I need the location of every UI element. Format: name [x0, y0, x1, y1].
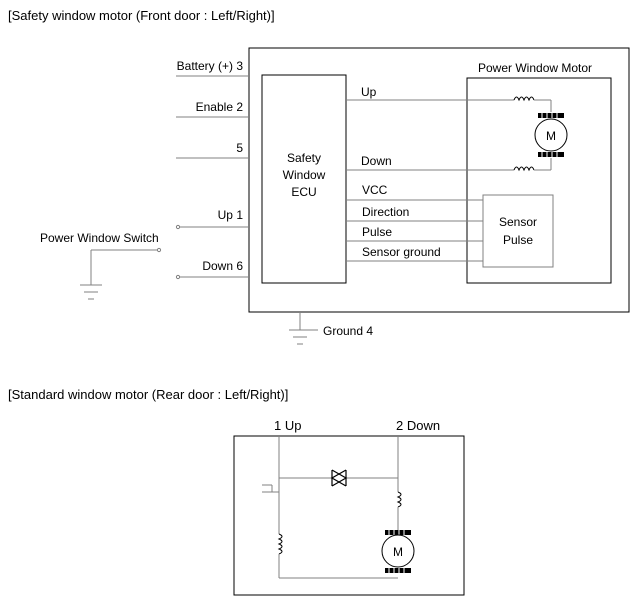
- module-ground-icon: [289, 329, 311, 345]
- signal-down-label: Down: [361, 154, 392, 168]
- thermal-switch-icon: [262, 478, 280, 500]
- sensor-label-2: Pulse: [503, 233, 533, 247]
- switch-label: Power Window Switch: [40, 231, 159, 245]
- pin-2-down-label: 2 Down: [396, 418, 440, 433]
- ecu-label-2: Window: [283, 168, 326, 182]
- pin-5-label: 5: [236, 141, 243, 155]
- left-coil-icon: [277, 533, 283, 555]
- ecu-label-3: ECU: [291, 185, 316, 199]
- signal-vcc-label: VCC: [362, 183, 388, 197]
- ecu-label-1: Safety: [287, 151, 321, 165]
- pin-up-label: Up 1: [218, 208, 244, 222]
- motor-coil-top-icon: [513, 96, 535, 102]
- sensor-box: [482, 194, 554, 268]
- motor-box: [466, 77, 612, 284]
- standard-motor-box: [233, 435, 465, 596]
- standard-motor-symbol-label: M: [393, 545, 403, 559]
- standard-motor-icon: [381, 530, 415, 573]
- pin-down-label: Down 6: [202, 259, 243, 273]
- sensor-label-1: Sensor: [499, 215, 537, 229]
- motor-symbol-label: M: [546, 129, 556, 143]
- bidirectional-diode-icon: [330, 469, 348, 487]
- signal-up-label: Up: [361, 85, 377, 99]
- pin-1-up-label: 1 Up: [274, 418, 301, 433]
- signal-sensor-ground-label: Sensor ground: [362, 245, 441, 259]
- right-coil-icon: [396, 491, 402, 508]
- ecu-box: [261, 74, 347, 284]
- pin-enable-label: Enable 2: [196, 100, 244, 114]
- signal-direction-label: Direction: [362, 205, 409, 219]
- switch-ground-icon: [80, 284, 102, 300]
- motor-icon: [534, 113, 568, 157]
- section2-title: [Standard window motor (Rear door : Left…: [8, 387, 288, 402]
- pin-battery-label: Battery (+) 3: [177, 59, 244, 73]
- module-box: [248, 47, 630, 313]
- motor-coil-bottom-icon: [513, 166, 535, 172]
- signal-pulse-label: Pulse: [362, 225, 392, 239]
- ground-pin-label: Ground 4: [323, 324, 373, 338]
- section1-title: [Safety window motor (Front door : Left/…: [8, 8, 275, 23]
- motor-box-label: Power Window Motor: [478, 61, 592, 75]
